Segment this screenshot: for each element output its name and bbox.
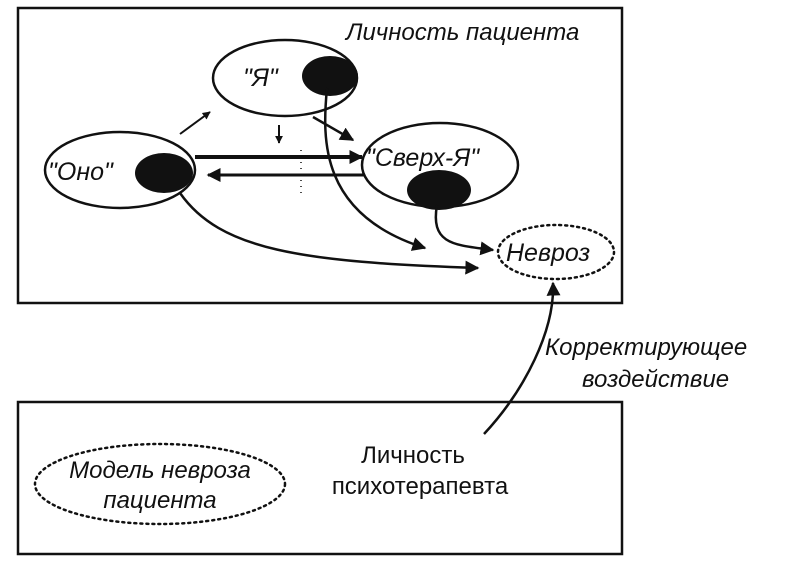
corrective-label-line1: Корректирующее — [545, 334, 747, 361]
model-label-line1: Модель невроза — [69, 457, 251, 484]
neurosis-label: Невроз — [506, 239, 590, 267]
therapist-box — [16, 400, 624, 556]
therapist-label-line1: Личность — [361, 442, 465, 469]
arrow-id-to-neurosis — [178, 192, 480, 275]
arrow-corrective-influence — [483, 281, 561, 435]
id-node: "Оно" — [43, 130, 197, 210]
arrow-ego-to-neurosis — [323, 87, 427, 251]
id-dark-core — [135, 153, 193, 193]
model-label-line2: пациента — [103, 487, 216, 514]
arrow-superego-to-neurosis — [434, 204, 495, 256]
therapist-label-line2: психотерапевта — [332, 473, 509, 500]
id-label: "Оно" — [48, 158, 114, 186]
superego-node: "Сверх-Я" — [360, 121, 520, 210]
superego-label: "Сверх-Я" — [366, 144, 480, 172]
patient-neurosis-model-node: Модель невроза пациента — [33, 442, 287, 526]
ego-node: "Я" — [211, 38, 359, 118]
ego-label: "Я" — [243, 64, 279, 92]
neurosis-node: Невроз — [496, 223, 616, 281]
patient-personality-box — [16, 6, 624, 305]
patient-personality-title: Личность пациента — [344, 19, 579, 46]
corrective-label-line2: воздействие — [582, 366, 729, 393]
arrow-id-to-ego — [179, 111, 211, 135]
superego-dark-core — [407, 170, 471, 210]
arrow-ego-to-superego — [312, 115, 355, 142]
ego-dark-core — [302, 56, 358, 96]
